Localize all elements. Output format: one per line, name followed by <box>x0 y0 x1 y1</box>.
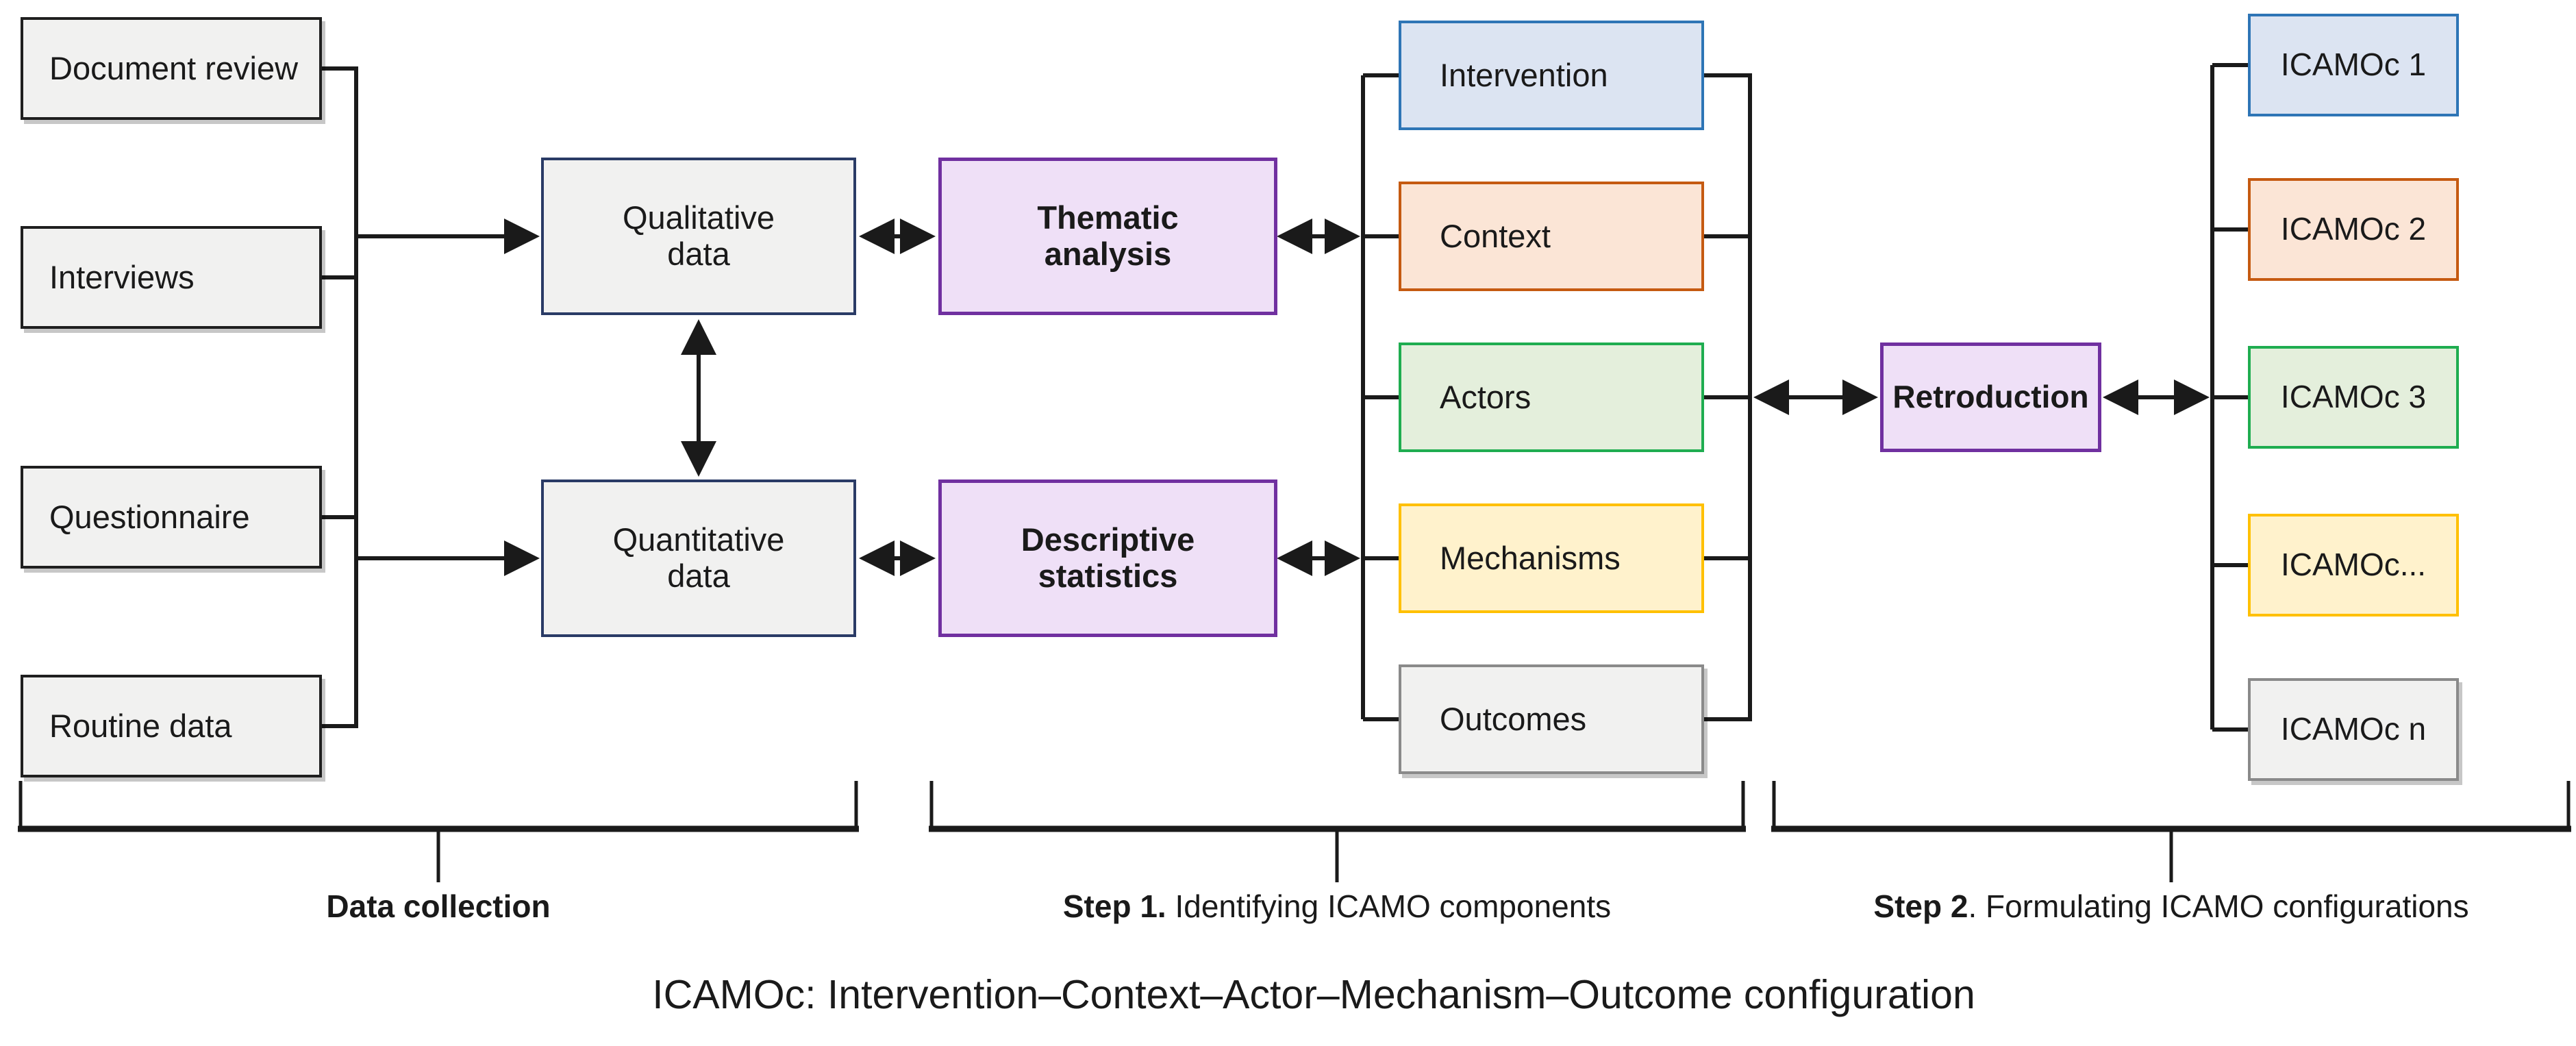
label-rest: . Formulating ICAMO configurations <box>1968 888 2469 924</box>
label-data-collection: Data collection <box>326 888 550 925</box>
node-context: Context <box>1399 182 1704 291</box>
node-icamoc-n: ICAMOc n <box>2248 678 2459 781</box>
node-label: ICAMOc... <box>2280 547 2427 583</box>
node-descriptive-statistics: Descriptive statistics <box>938 480 1277 637</box>
arrow-quantitative-descriptive <box>859 540 936 576</box>
components-connector-lines <box>1361 73 1752 721</box>
node-label: ICAMOc 1 <box>2280 47 2427 83</box>
node-actors: Actors <box>1399 343 1704 452</box>
arrow-sources-to-qualitative <box>356 219 540 254</box>
node-label: Context <box>1440 217 1551 254</box>
node-routine-data: Routine data <box>21 675 322 777</box>
node-label: Descriptive statistics <box>1021 521 1195 594</box>
label-bold: Step 1. <box>1062 888 1166 924</box>
node-icamoc-2: ICAMOc 2 <box>2248 178 2459 281</box>
node-qualitative-data: Qualitative data <box>541 158 856 315</box>
node-outcomes: Outcomes <box>1399 664 1704 774</box>
node-label: Retroduction <box>1892 379 2089 415</box>
node-retroduction: Retroduction <box>1880 343 2101 452</box>
label-step1: Step 1. Identifying ICAMO components <box>1063 888 1611 925</box>
bracket-step2 <box>1771 781 2571 882</box>
label-step2: Step 2. Formulating ICAMO configurations <box>1873 888 2468 925</box>
arrow-qualitative-thematic <box>859 219 936 254</box>
arrow-components-retroduction <box>1753 379 1878 415</box>
node-label: Document review <box>49 49 299 86</box>
node-icamoc-3: ICAMOc 3 <box>2248 346 2459 449</box>
node-label: ICAMOc 3 <box>2280 379 2427 415</box>
node-icamoc-dots: ICAMOc... <box>2248 514 2459 617</box>
node-thematic-analysis: Thematic analysis <box>938 158 1277 315</box>
bracket-step1 <box>929 781 1746 882</box>
node-label: Intervention <box>1440 56 1608 93</box>
node-label: Quantitative data <box>612 521 785 594</box>
arrow-descriptive-components <box>1277 540 1360 576</box>
node-label: ICAMOc 2 <box>2280 211 2427 247</box>
node-label: Mechanisms <box>1440 539 1621 576</box>
arrow-retroduction-configurations <box>2103 379 2210 415</box>
arrow-sources-to-quantitative <box>356 540 540 576</box>
node-label: Interviews <box>49 258 195 295</box>
node-label: Questionnaire <box>49 498 250 535</box>
node-mechanisms: Mechanisms <box>1399 503 1704 613</box>
source-connector-lines <box>322 66 358 728</box>
node-label: Actors <box>1440 378 1531 415</box>
node-label: Thematic analysis <box>1037 199 1179 272</box>
arrow-qualitative-quantitative <box>681 319 716 477</box>
node-interviews: Interviews <box>21 226 322 329</box>
label-bold: Data collection <box>326 888 551 924</box>
label-rest: Identifying ICAMO components <box>1166 888 1612 924</box>
node-label: Qualitative data <box>622 199 775 272</box>
node-quantitative-data: Quantitative data <box>541 480 856 637</box>
node-icamoc-1: ICAMOc 1 <box>2248 14 2459 116</box>
node-label: Routine data <box>49 707 232 744</box>
node-label: ICAMOc n <box>2280 711 2427 747</box>
node-intervention: Intervention <box>1399 21 1704 130</box>
node-label: Outcomes <box>1440 700 1587 737</box>
node-questionnaire: Questionnaire <box>21 466 322 569</box>
diagram-caption: ICAMOc: Intervention–Context–Actor–Mecha… <box>652 972 1975 1017</box>
bracket-data-collection <box>18 781 859 882</box>
arrow-thematic-components <box>1277 219 1360 254</box>
node-document-review: Document review <box>21 17 322 120</box>
label-bold: Step 2 <box>1873 888 1968 924</box>
configurations-connector-lines <box>2210 63 2248 732</box>
